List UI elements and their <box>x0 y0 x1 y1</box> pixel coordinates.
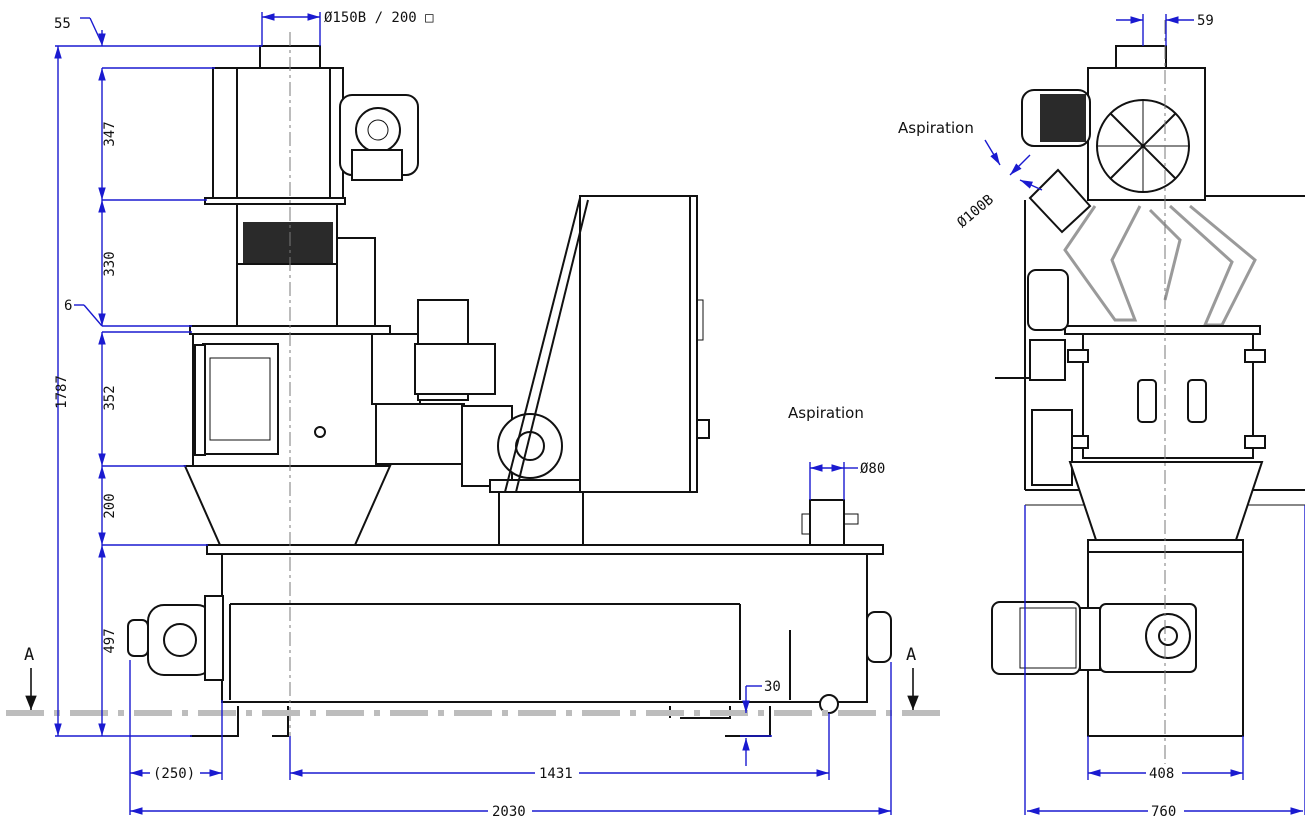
dim-59: 59 <box>1197 13 1214 29</box>
dim-330: 330 <box>102 251 118 276</box>
side-dim-59 <box>1116 14 1194 46</box>
dim-352: 352 <box>102 385 118 410</box>
dim-497: 497 <box>102 628 118 653</box>
dim-2030: 2030 <box>492 804 526 820</box>
pipe-dimension <box>261 12 321 46</box>
dim-30-group <box>740 685 772 766</box>
section-label-right: A <box>906 645 916 665</box>
dim-6: 6 <box>64 298 72 314</box>
dim-200: 200 <box>102 493 118 518</box>
dim-760: 760 <box>1151 804 1176 820</box>
dim-aspiration-80: Ø80 <box>860 461 885 477</box>
dim-408: 408 <box>1149 766 1174 782</box>
side-view <box>991 20 1305 770</box>
vertical-dimension-chain <box>54 17 262 737</box>
front-view <box>127 32 892 737</box>
dim-55: 55 <box>54 16 71 32</box>
dim-30: 30 <box>764 679 781 695</box>
section-marker-left: A <box>24 645 37 710</box>
aspiration-dim-front <box>809 462 858 500</box>
dim-side-aspiration-100: Ø100B <box>954 192 997 231</box>
dim-pipe-top: Ø150B / 200 □ <box>324 10 434 26</box>
side-aspiration-leader <box>984 139 1043 191</box>
dim-347: 347 <box>102 121 118 146</box>
dim-1431: 1431 <box>539 766 573 782</box>
dim-1787: 1787 <box>54 375 70 409</box>
aspiration-label-front: Aspiration <box>788 404 864 422</box>
section-label-left: A <box>24 645 34 665</box>
section-marker-right: A <box>906 645 919 710</box>
aspiration-label-side: Aspiration <box>898 119 974 137</box>
dim-250: (250) <box>153 766 195 782</box>
